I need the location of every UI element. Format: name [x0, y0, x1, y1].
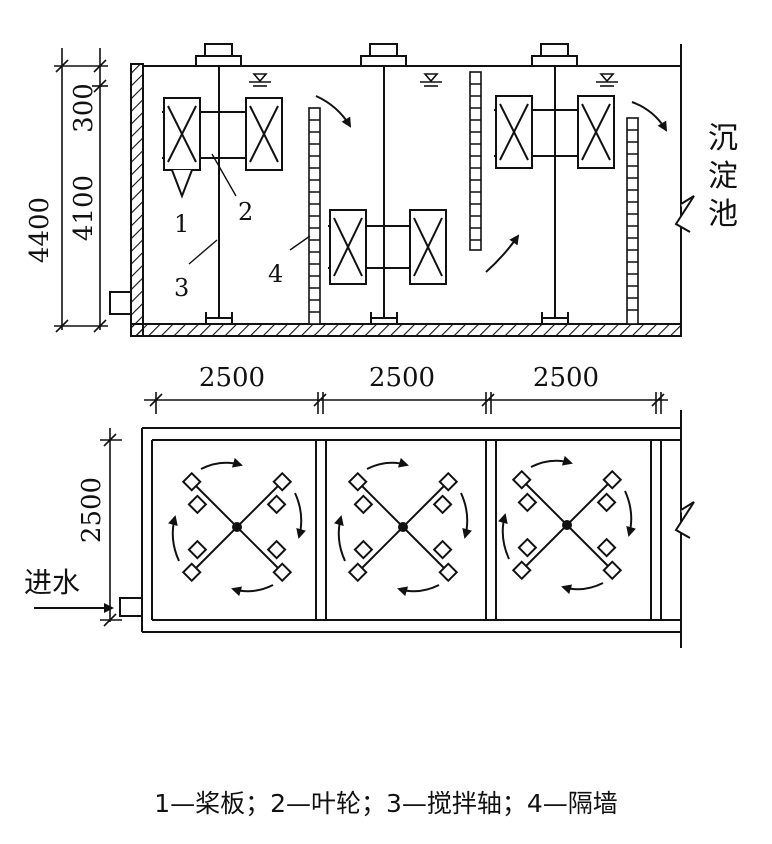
paddle-cross-3 — [511, 469, 623, 581]
drive-unit-2 — [360, 43, 407, 324]
drive-units — [195, 43, 578, 324]
rotation-arrows-1 — [168, 457, 306, 597]
impeller-2 — [328, 209, 447, 285]
plan-width-1: 2500 — [199, 363, 265, 393]
impellers-section — [162, 95, 615, 285]
water-level-2 — [420, 73, 442, 87]
tank-floor — [130, 323, 682, 337]
plan-depth: 2500 — [77, 477, 107, 543]
plan-view — [119, 410, 695, 648]
paddle-blade — [171, 169, 193, 199]
partition-walls — [308, 71, 639, 325]
drive-unit-3 — [531, 43, 578, 324]
water-level-1 — [249, 73, 271, 87]
flow-arrow-3 — [631, 101, 668, 132]
impeller-3 — [494, 95, 615, 169]
water-level-3 — [596, 73, 618, 87]
plan-width-2: 2500 — [369, 363, 435, 393]
label-paddle: 1 — [174, 210, 189, 238]
inlet-pipe-section — [109, 291, 132, 315]
inlet-label: 进水 — [24, 566, 80, 599]
plan-width-3: 2500 — [533, 363, 599, 393]
dim-top: 300 — [69, 83, 99, 133]
partition-wall-2 — [469, 71, 482, 251]
section-dimensions — [54, 48, 108, 333]
rotation-arrows-3 — [498, 455, 636, 595]
leader-lines — [188, 153, 311, 265]
plan-dimensions — [100, 392, 668, 627]
label-wall: 4 — [268, 260, 283, 288]
label-impeller: 2 — [238, 198, 253, 226]
paddle-crosses — [181, 469, 623, 583]
drive-unit-1 — [195, 43, 242, 324]
flow-arrow-1 — [315, 95, 352, 128]
left-wall — [130, 63, 144, 337]
inlet-pipe-plan — [119, 597, 143, 617]
flow-arrow-2 — [485, 234, 520, 273]
label-shaft: 3 — [174, 274, 189, 302]
outlet-label: 沉 淀 池 — [708, 121, 748, 232]
plan-divider-3 — [650, 439, 662, 621]
partition-wall-1 — [308, 107, 321, 325]
rotation-arrows-2 — [334, 457, 472, 597]
paddle-cross-2 — [347, 471, 459, 583]
water-level-marks — [249, 73, 618, 87]
break-mark-section — [674, 195, 695, 233]
plan-divider-2 — [485, 439, 497, 621]
flow-arrows-section — [315, 95, 668, 273]
partition-wall-3 — [626, 117, 639, 325]
legend-caption: 1—桨板；2—叶轮；3—搅拌轴；4—隔墙 — [154, 789, 618, 818]
dim-mid: 4100 — [69, 175, 99, 241]
rotation-arrows — [168, 455, 636, 597]
plan-divider-1 — [315, 439, 327, 621]
dim-total: 4400 — [25, 197, 55, 263]
impeller-1 — [162, 97, 283, 199]
paddle-cross-1 — [181, 471, 293, 583]
break-mark-plan — [674, 501, 695, 539]
section-view — [109, 44, 695, 337]
